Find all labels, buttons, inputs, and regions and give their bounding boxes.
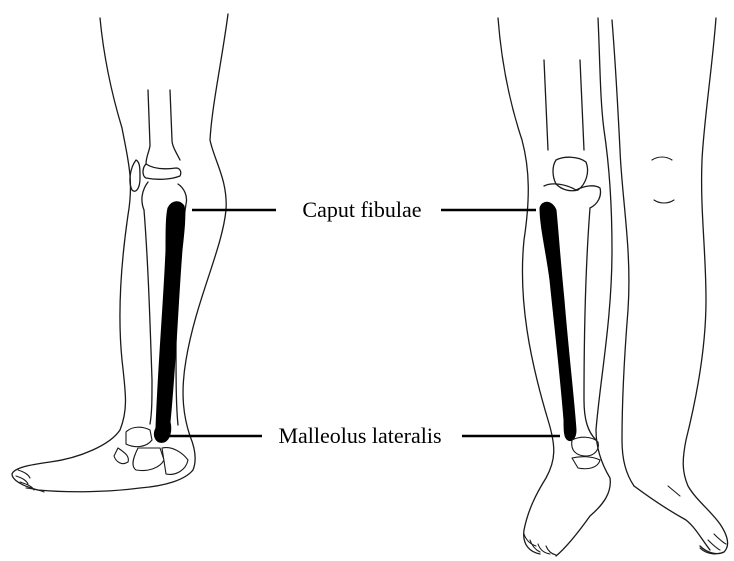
- second-leg-toes: [700, 534, 726, 554]
- right-femur: [544, 60, 584, 150]
- left-knee-joint: [143, 164, 181, 179]
- left-foot-toes: [16, 470, 44, 492]
- malleolus-lateralis-label: Malleolus lateralis: [278, 423, 441, 448]
- left-patella: [130, 160, 140, 191]
- left-leg-back-outline: [12, 14, 228, 492]
- right-leg-inner-outline: [556, 18, 612, 556]
- second-leg-knee-marks: [652, 157, 674, 203]
- label-malleolus-lateralis: Malleolus lateralis: [166, 423, 560, 448]
- second-leg-left-outline: [612, 20, 634, 486]
- left-fibula: [154, 202, 184, 443]
- second-leg-ankle-mark: [668, 486, 680, 496]
- caput-fibulae-label: Caput fibulae: [302, 197, 421, 222]
- right-legs-front-view: [498, 18, 727, 556]
- right-patella: [553, 157, 588, 191]
- left-femur: [146, 90, 180, 164]
- right-ankle-bones: [572, 437, 600, 469]
- right-foot-toes: [524, 534, 556, 555]
- second-leg-right-outline: [683, 18, 727, 554]
- second-leg-foot: [634, 486, 710, 550]
- left-ankle-bones: [114, 427, 188, 474]
- label-caput-fibulae: Caput fibulae: [192, 197, 536, 222]
- left-leg-lateral-view: [12, 14, 228, 492]
- right-fibula: [540, 202, 576, 440]
